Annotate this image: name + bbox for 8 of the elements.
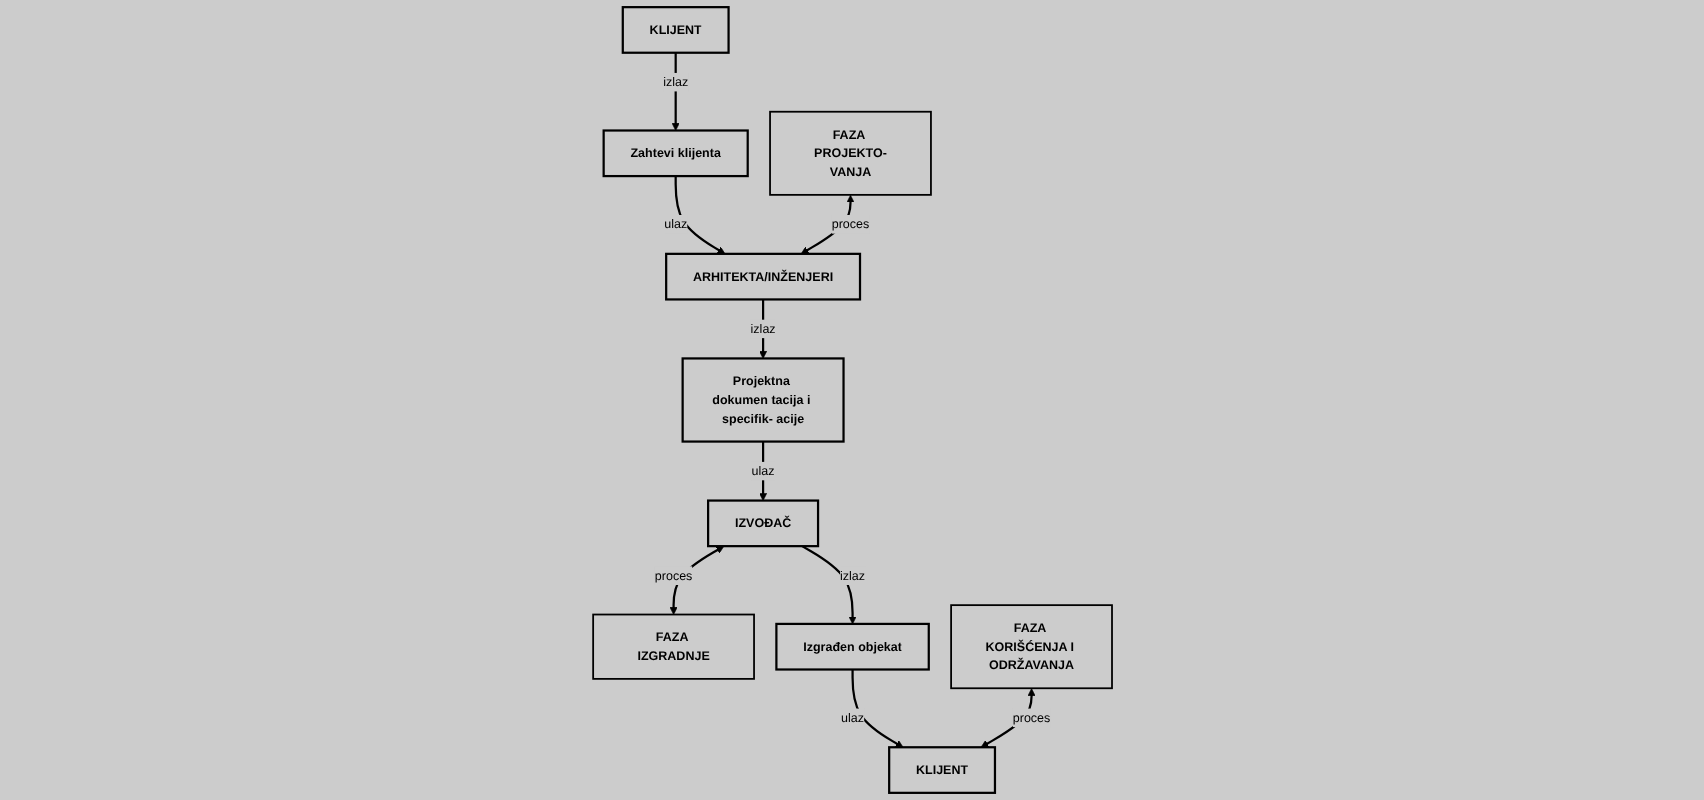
- arrow: [800, 194, 854, 255]
- arrow: [850, 669, 903, 748]
- arrow: [758, 441, 767, 501]
- arrow: [758, 299, 767, 359]
- arrow: [673, 176, 725, 255]
- arrow: [671, 52, 679, 131]
- arrow: [669, 545, 724, 615]
- arrow: [800, 545, 856, 625]
